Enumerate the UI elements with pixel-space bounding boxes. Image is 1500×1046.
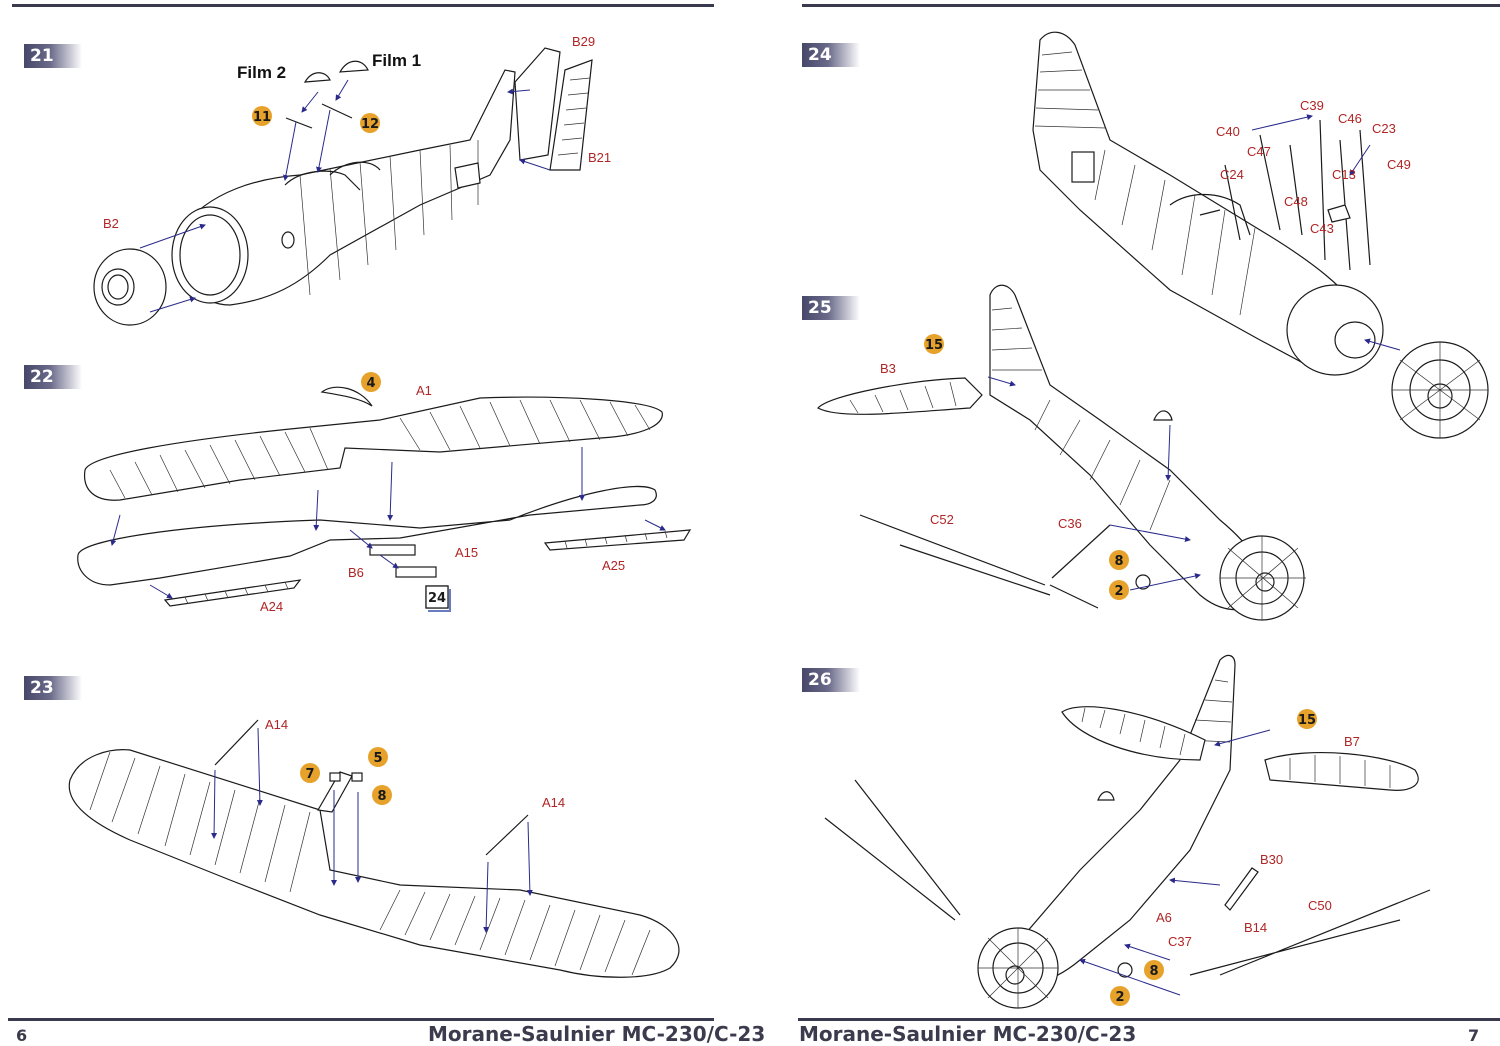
part-label-a14-left: A14: [265, 717, 288, 732]
part-label-a24: A24: [260, 599, 283, 614]
part-label-a6: A6: [1156, 910, 1172, 925]
right-page: 24 25 26 C39: [750, 0, 1500, 1046]
part-label-a25: A25: [602, 558, 625, 573]
callout-15-text-step25: 15: [925, 338, 943, 353]
part-label-c39: C39: [1300, 98, 1324, 113]
part-label-c37: C37: [1168, 934, 1192, 949]
right-page-drawings: C39 C40 C46 C23 C47 C24 C13 C49 C48 C43: [817, 31, 1489, 1009]
step-26-fuselage-drawing: [824, 654, 1431, 1009]
part-label-c47: C47: [1247, 144, 1271, 159]
part-label-a1: A1: [416, 383, 432, 398]
step-23-badge: 23: [24, 676, 82, 700]
part-label-b21: B21: [588, 150, 611, 165]
step-25-fuselage-drawing: [817, 284, 1306, 621]
callout-2-text-step26: 2: [1115, 990, 1124, 1005]
footer-title-right: Morane-Saulnier MC-230/C-23: [799, 1022, 1137, 1046]
left-page: 21 22 23: [0, 0, 765, 1046]
step-26-badge: 26: [802, 668, 860, 692]
callout-2-step25: [1109, 580, 1129, 600]
bottom-rule: [8, 1018, 714, 1021]
part-label-a14-right: A14: [542, 795, 565, 810]
film-2-label: Film 2: [237, 63, 286, 82]
part-label-c50: C50: [1308, 898, 1332, 913]
footer-title-left: Morane-Saulnier MC-230/C-23: [428, 1022, 766, 1046]
callout-15-step25: [924, 334, 944, 354]
step-reference-box: 24: [428, 591, 446, 606]
part-label-b7: B7: [1344, 734, 1360, 749]
part-label-b29: B29: [572, 34, 595, 49]
callout-2-step26: [1110, 986, 1130, 1006]
callout-4: [361, 372, 381, 392]
part-label-c13: C13: [1332, 167, 1356, 182]
callout-8-step26: [1144, 960, 1164, 980]
part-label-c43: C43: [1310, 221, 1334, 236]
part-label-b2: B2: [103, 216, 119, 231]
step-21-badge: 21: [24, 44, 82, 68]
part-label-c40: C40: [1216, 124, 1240, 139]
part-label-b6: B6: [348, 565, 364, 580]
part-label-b14: B14: [1244, 920, 1267, 935]
callout-8-text-step26: 8: [1149, 964, 1158, 979]
part-label-a15: A15: [455, 545, 478, 560]
film-1-label: Film 1: [372, 51, 421, 70]
part-label-b30: B30: [1260, 852, 1283, 867]
step-21-fuselage-drawing: [93, 47, 593, 326]
part-label-c52: C52: [930, 512, 954, 527]
callout-5-text: 5: [373, 751, 382, 766]
step-22-badge: 22: [24, 365, 82, 389]
part-label-c24: C24: [1220, 167, 1244, 182]
callout-8-text: 8: [377, 789, 386, 804]
step-25-badge: 25: [802, 296, 860, 320]
callout-8: [372, 785, 392, 805]
callout-15-step26: [1297, 709, 1317, 729]
step-22-wing-drawing: [77, 386, 692, 609]
callout-12: [360, 113, 380, 133]
top-rule: [802, 4, 1500, 7]
top-rule: [12, 4, 714, 7]
callout-7-text: 7: [305, 767, 314, 782]
part-label-c49: C49: [1387, 157, 1411, 172]
callout-12-text: 12: [361, 117, 379, 132]
callout-11-text: 11: [253, 110, 271, 125]
part-label-c48: C48: [1284, 194, 1308, 209]
callout-7: [300, 763, 320, 783]
page-number-right: 7: [1468, 1026, 1480, 1045]
callout-15-text-step26: 15: [1298, 713, 1316, 728]
part-label-c46: C46: [1338, 111, 1362, 126]
callout-5: [368, 747, 388, 767]
bottom-rule: [798, 1018, 1500, 1021]
page-number-left: 6: [16, 1026, 28, 1045]
step-23-wing-drawing: [68, 719, 680, 978]
left-page-drawings: Film 2 Film 1 11 12 B2 B29 B21: [68, 34, 692, 978]
part-label-c23: C23: [1372, 121, 1396, 136]
callout-11: [252, 106, 272, 126]
part-label-b3: B3: [880, 361, 896, 376]
part-label-c36: C36: [1058, 516, 1082, 531]
callout-8-text-step25: 8: [1114, 554, 1123, 569]
step-24-fuselage-drawing: [1032, 31, 1489, 439]
callout-4-text: 4: [366, 376, 375, 391]
callout-8-step25: [1109, 550, 1129, 570]
callout-2-text-step25: 2: [1114, 584, 1123, 599]
step-24-badge: 24: [802, 43, 860, 67]
